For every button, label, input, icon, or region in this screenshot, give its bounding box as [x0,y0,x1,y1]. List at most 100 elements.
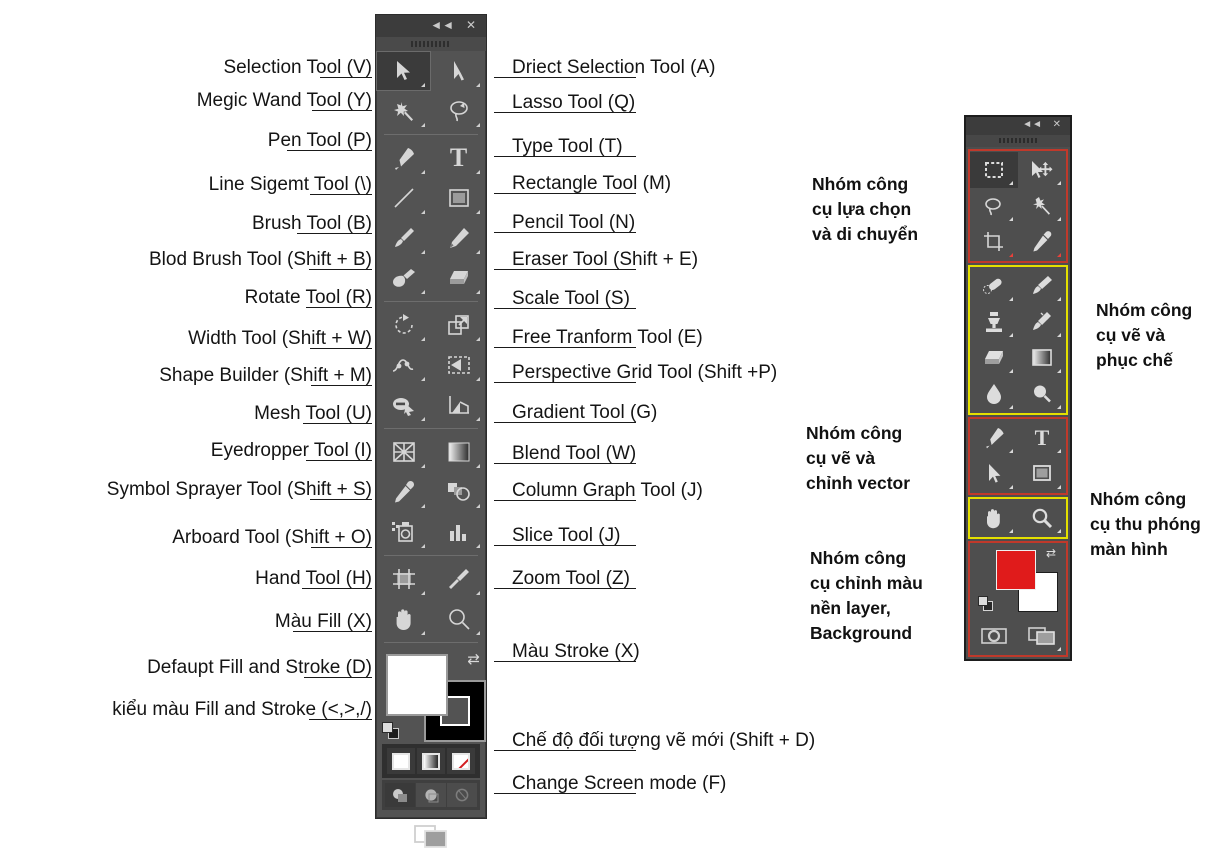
collapse-icon[interactable]: ◄◄ [430,18,454,32]
tool-width[interactable] [376,345,431,385]
ps-tool-pen[interactable] [970,420,1018,456]
tool-column-graph[interactable] [431,512,486,552]
tool-symbol-sprayer[interactable] [376,512,431,552]
illustrator-toolbar[interactable]: ◄◄ ✕ [375,14,487,848]
draw-mode-row[interactable] [382,780,480,810]
illustrator-drag-grip[interactable] [376,37,486,51]
ps-tool-lasso[interactable] [970,188,1018,224]
fill-swatch[interactable] [386,654,448,716]
tool-eyedropper[interactable] [376,472,431,512]
ps-quick-mask-toggle[interactable] [970,618,1018,654]
ps-tool-history-brush[interactable] [1018,304,1066,340]
tool-pencil[interactable] [431,218,486,258]
tool-selection[interactable] [376,51,431,91]
tool-rectangle[interactable] [431,178,486,218]
tool-eraser[interactable] [431,258,486,298]
ps-tool-clone-stamp[interactable] [970,304,1018,340]
tool-slice[interactable] [431,559,486,599]
leader-line [494,500,636,501]
color-mode-none[interactable] [447,748,475,774]
tool-type[interactable]: T [431,138,486,178]
default-fill-stroke-icon[interactable] [382,722,400,740]
color-mode-row[interactable] [382,744,480,778]
ps-tool-eraser[interactable] [970,340,1018,376]
tool-lasso[interactable] [431,91,486,131]
leader-line [494,269,636,270]
ps-tool-magic-wand[interactable] [1018,188,1066,224]
photoshop-toolbar[interactable]: ◄◄ ✕ [964,115,1072,661]
draw-mode-inside[interactable] [447,783,477,807]
change-screen-mode-icon[interactable] [413,822,449,850]
ps-color-swatches[interactable]: ⇄ [970,544,1066,618]
ps-tool-crop[interactable] [970,224,1018,260]
foreground-color-swatch[interactable] [996,550,1036,590]
tool-mesh[interactable] [376,432,431,472]
ps-tool-dodge[interactable] [1018,376,1066,412]
tool-artboard[interactable] [376,559,431,599]
illustrator-tool-grid[interactable]: T [376,51,486,856]
close-icon[interactable]: ✕ [1052,119,1061,130]
default-colors-icon[interactable] [978,596,994,612]
tool-direct-selection[interactable] [431,51,486,91]
ps-tool-path-selection[interactable] [970,456,1018,492]
ps-tool-move[interactable] [1018,152,1066,188]
tool-blob-brush[interactable] [376,258,431,298]
tool-label-right: Free Tranform Tool (E) [512,327,703,348]
ps-tool-brush[interactable] [1018,268,1066,304]
leader-line [312,110,372,111]
ps-group-vector: T [968,417,1068,495]
close-icon[interactable]: ✕ [465,18,476,32]
tool-flyout-corner [1009,297,1013,301]
draw-mode-normal[interactable] [385,783,415,807]
tool-flyout-corner [1057,449,1061,453]
ps-tool-eyedropper[interactable] [1018,224,1066,260]
tool-row: T [376,138,486,178]
tool-flyout-corner [421,591,425,595]
ps-tool-gradient[interactable] [1018,340,1066,376]
ps-tool-blur[interactable] [970,376,1018,412]
color-mode-gradient[interactable] [417,748,445,774]
tool-line-segment[interactable] [376,178,431,218]
ps-tool-marquee[interactable] [970,152,1018,188]
tool-blend[interactable] [431,472,486,512]
tool-shape-builder[interactable] [376,385,431,425]
ps-tool-hand[interactable] [970,500,1018,536]
tool-pen[interactable] [376,138,431,178]
tool-row [376,91,486,131]
color-mode-color[interactable] [387,748,415,774]
ps-group-navigation [968,497,1068,539]
tool-label-right: Driect Selection Tool (A) [512,57,716,78]
tool-label-left: Selection Tool (V) [223,57,372,78]
tool-zoom[interactable] [431,599,486,639]
background-color-swatch[interactable] [1018,572,1058,612]
toolbar-divider [384,134,478,135]
tool-flyout-corner [1009,369,1013,373]
tool-hand[interactable] [376,599,431,639]
ps-tool-zoom[interactable] [1018,500,1066,536]
toolbar-divider [384,555,478,556]
tool-gradient[interactable] [431,432,486,472]
draw-mode-behind[interactable] [416,783,446,807]
swap-colors-icon[interactable]: ⇄ [1045,546,1056,560]
tool-scale[interactable] [431,305,486,345]
tool-row [376,305,486,345]
tool-rotate[interactable] [376,305,431,345]
tool-free-transform[interactable] [431,345,486,385]
group-annotation: Nhóm công cụ thu phóng màn hình [1090,489,1201,559]
leader-line [310,499,372,500]
tool-label-right: Pencil Tool (N) [512,212,636,233]
tool-paintbrush[interactable] [376,218,431,258]
tool-magic-wand[interactable] [376,91,431,131]
fill-stroke-swatches[interactable]: ⇄ [376,646,486,742]
photoshop-drag-grip[interactable] [966,135,1070,147]
tool-flyout-corner [476,210,480,214]
ps-screen-mode-toggle[interactable] [1018,618,1066,654]
tool-perspective-grid[interactable] [431,385,486,425]
ps-tool-type[interactable]: T [1018,420,1066,456]
ps-tool-rectangle[interactable] [1018,456,1066,492]
swap-fill-stroke-icon[interactable]: ⇄ [467,651,480,668]
leader-line [304,677,372,678]
leader-line [494,545,636,546]
ps-tool-healing-brush[interactable] [970,268,1018,304]
collapse-icon[interactable]: ◄◄ [1022,119,1042,130]
